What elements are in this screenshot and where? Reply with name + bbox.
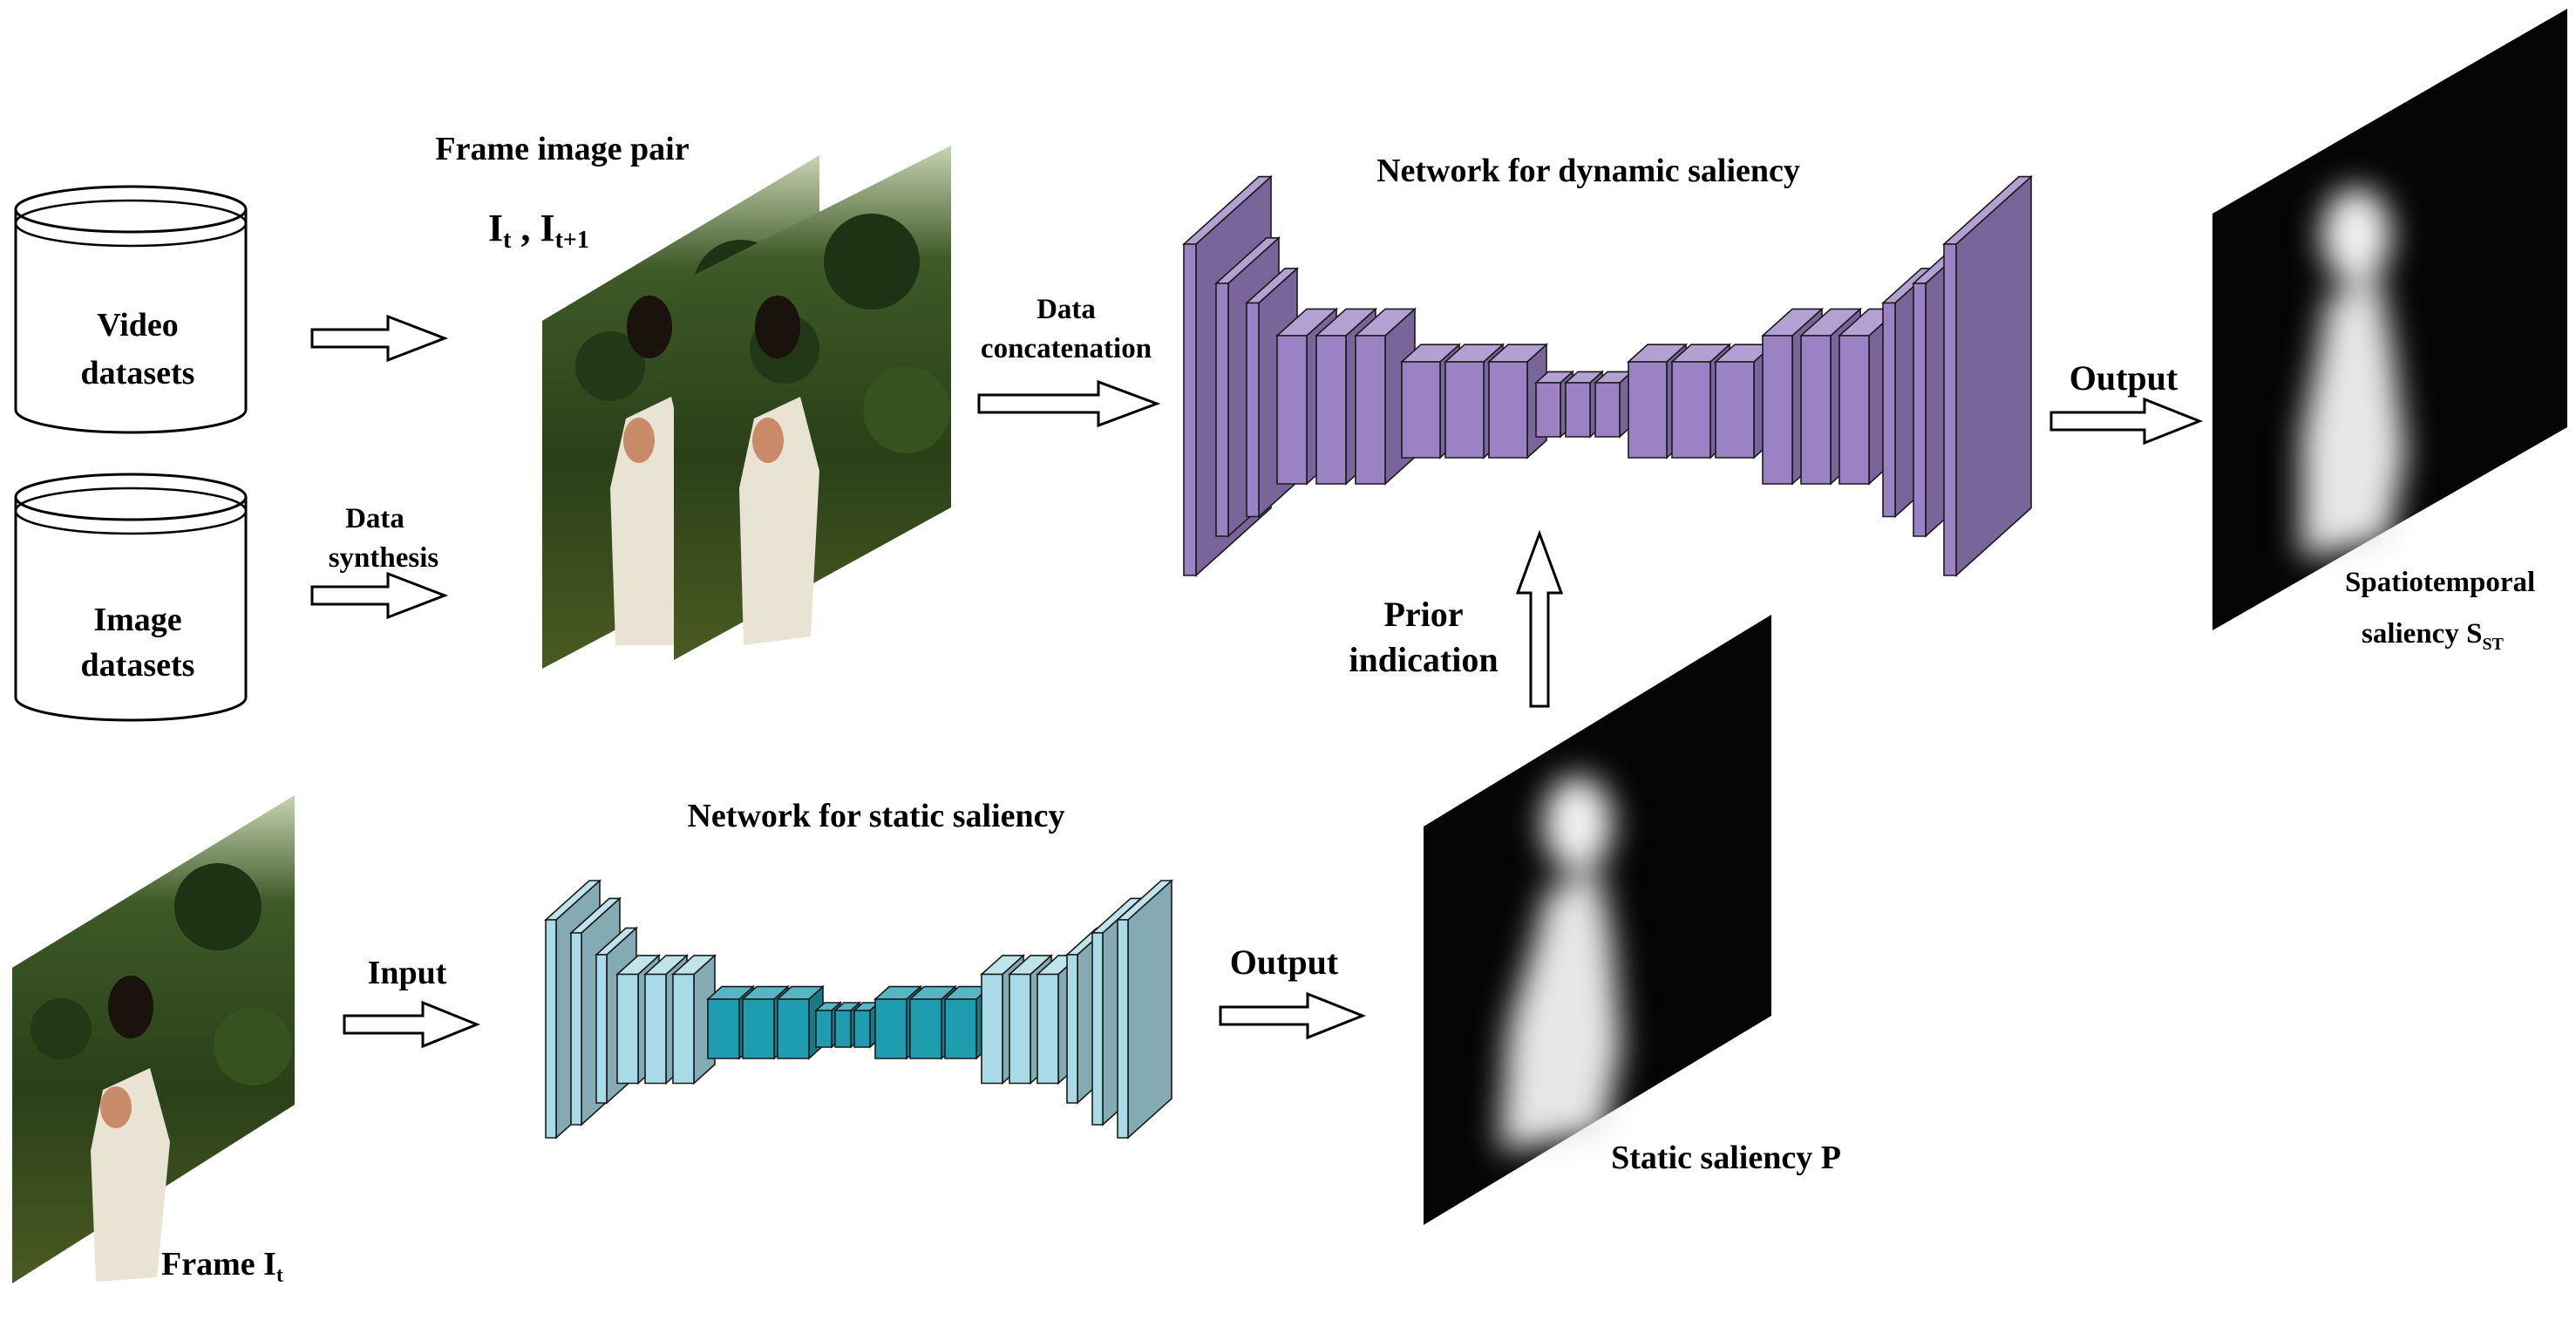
image-datasets-label-1: Image [93, 602, 181, 638]
arrow-input [343, 1000, 481, 1049]
dynamic-network-layer-21 [1941, 174, 2034, 577]
video-datasets-cylinder: Video datasets [14, 185, 248, 434]
video-datasets-label-2: datasets [81, 355, 195, 391]
frame-it-label: Frame It [161, 1246, 283, 1287]
static-saliency-network [543, 879, 1174, 1140]
video-datasets-label-1: Video [97, 307, 179, 344]
data-concatenation-label-1: Data [1037, 294, 1096, 325]
arrow-output-bottom [1219, 991, 1367, 1040]
dynamic-network-layer-12 [1593, 370, 1635, 439]
output-bottom-label: Output [1230, 943, 1339, 982]
data-concatenation-label-2: concatenation [981, 333, 1152, 364]
dynamic-network-title: Network for dynamic saliency [1376, 153, 1800, 189]
data-synthesis-label-1: Data [345, 503, 404, 534]
spatiotemporal-saliency-map [2212, 9, 2567, 630]
prior-indication-label-1: Prior [1383, 595, 1463, 634]
prior-indication-label-2: indication [1349, 640, 1498, 679]
frame-pair-formula: It , It+1 [488, 207, 589, 254]
frame-pair-title: Frame image pair [435, 131, 689, 167]
image-datasets-cylinder: Image datasets [14, 473, 248, 722]
dynamic-saliency-network [1181, 174, 2034, 577]
arrow-concatenation [977, 379, 1161, 428]
static-network-layer-17 [1007, 954, 1054, 1085]
data-synthesis-label-2: synthesis [329, 542, 439, 574]
arrow-video-to-pair [310, 314, 449, 363]
static-network-layer-10 [813, 1001, 843, 1049]
static-network-layer-21 [1115, 879, 1174, 1140]
frame-t1-image [674, 146, 951, 660]
frame-it-image [12, 795, 295, 1283]
spatiotemporal-label-2: saliency SST [2362, 618, 2505, 654]
arrow-output-top [2049, 397, 2204, 446]
arrow-synthesis-to-pair [310, 571, 449, 620]
static-saliency-map [1424, 615, 1771, 1225]
spatiotemporal-label-1: Spatiotemporal [2345, 567, 2535, 598]
arrow-prior-indication [1515, 529, 1564, 708]
static-network-title: Network for static saliency [687, 798, 1064, 834]
image-datasets-label-2: datasets [81, 647, 195, 684]
output-top-label: Output [2070, 358, 2178, 398]
static-saliency-label: Static saliency P [1611, 1140, 1841, 1176]
input-label: Input [368, 955, 447, 991]
